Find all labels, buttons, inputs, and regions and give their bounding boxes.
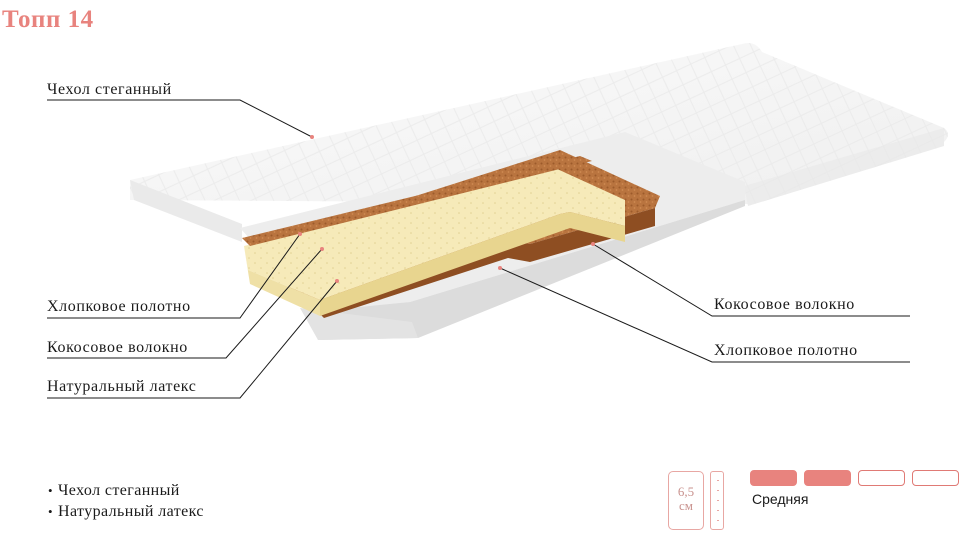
layer-label-cotton-left: Хлопковое полотно — [47, 298, 191, 315]
layer-label-latex: Натуральный латекс — [47, 378, 197, 395]
firmness-label: Средняя — [752, 491, 809, 507]
height-badge: 6,5 см — [668, 471, 704, 530]
firmness-segment — [858, 470, 905, 486]
leader-lines — [47, 99, 910, 399]
firmness-segment — [750, 470, 797, 486]
height-unit: см — [679, 498, 693, 513]
firmness-segment — [912, 470, 959, 486]
product-title: Топп 14 — [2, 6, 94, 33]
firmness-segment — [804, 470, 851, 486]
layer-label-cotton-right: Хлопковое полотно — [714, 342, 858, 359]
feature-item: Натуральный латекс — [48, 501, 204, 522]
layer-label-cover: Чехол стеганный — [47, 81, 172, 98]
height-value: 6,5 — [677, 484, 695, 499]
layer-label-coconut-left: Кокосовое волокно — [47, 339, 188, 356]
cover-top — [130, 43, 948, 242]
layer-label-coconut-right: Кокосовое волокно — [714, 296, 855, 313]
coconut-layer-top — [242, 156, 592, 246]
leader-dots — [298, 135, 595, 283]
feature-list: Чехол стеганный Натуральный латекс — [48, 480, 204, 522]
feature-item: Чехол стеганный — [48, 480, 204, 501]
height-ruler-icon — [710, 471, 724, 530]
latex-layer — [244, 168, 625, 316]
